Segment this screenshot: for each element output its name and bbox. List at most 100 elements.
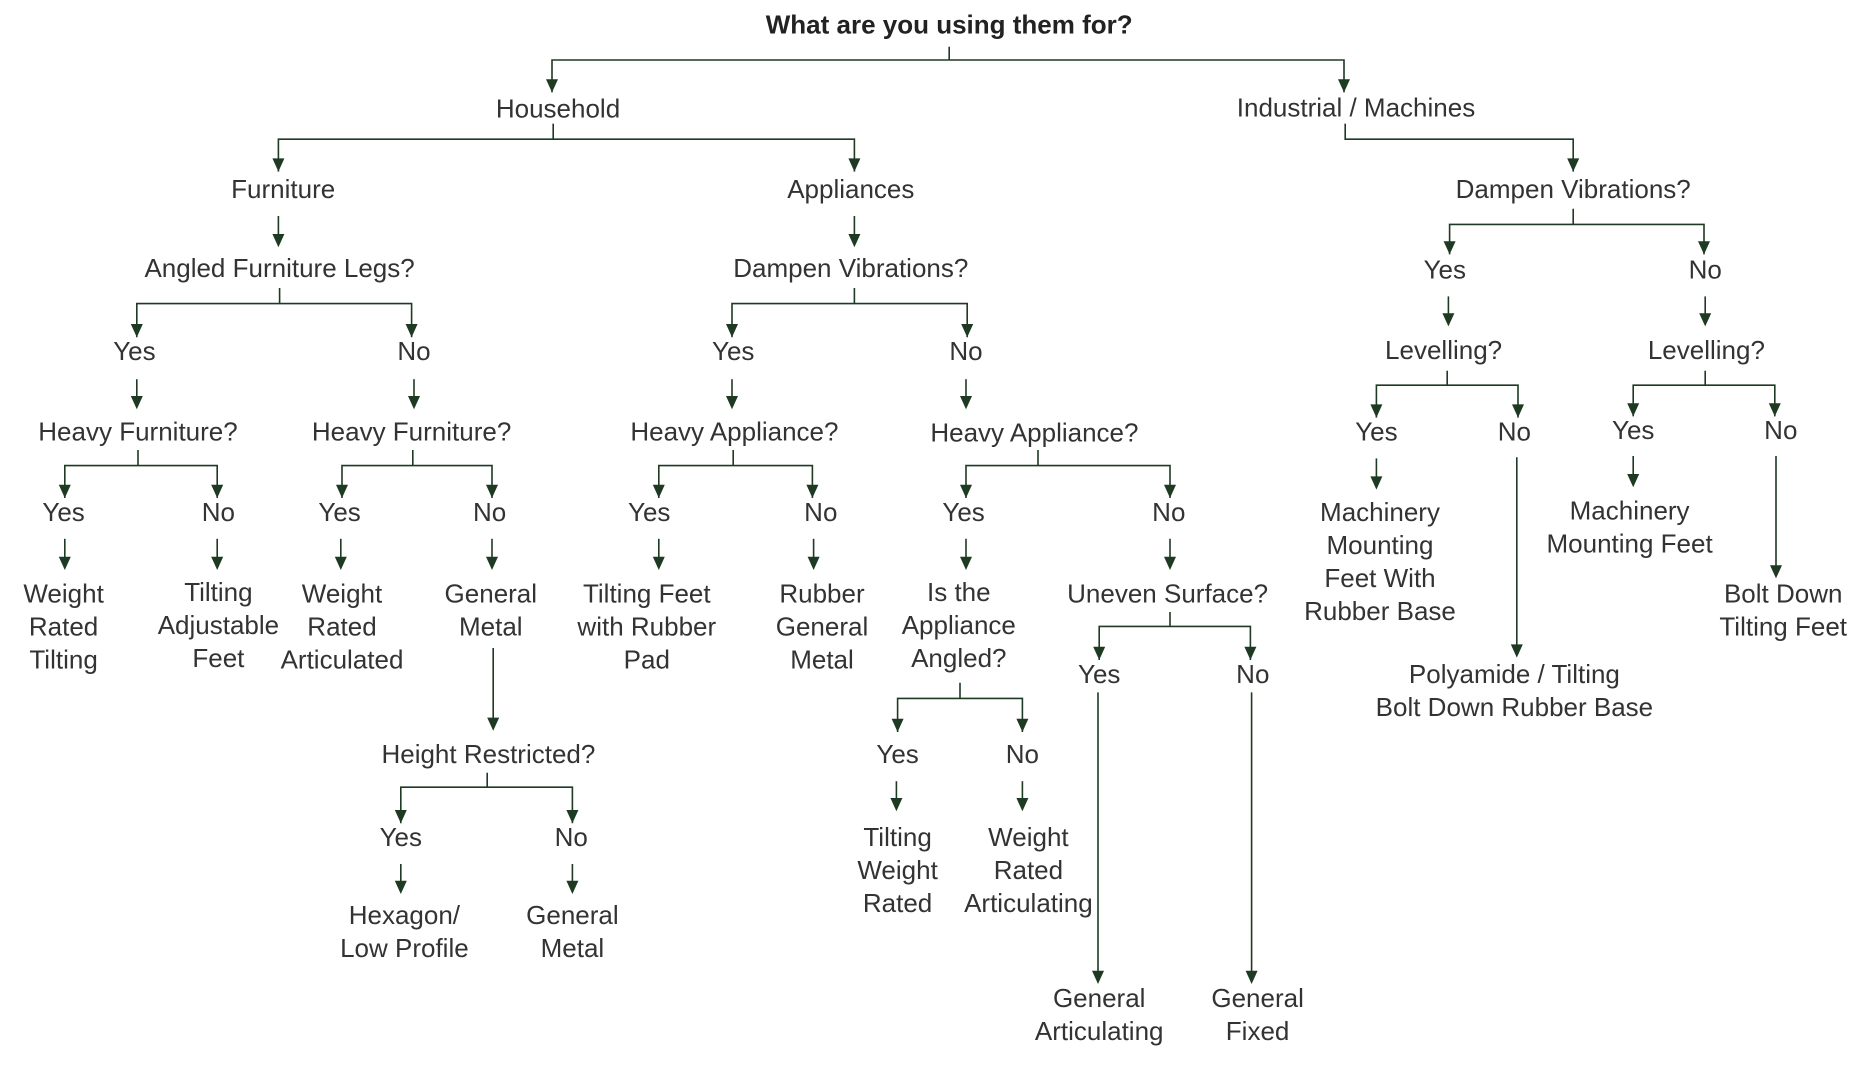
label-line: No [473, 497, 506, 527]
node-f-heavy1: Heavy Furniture? [38, 416, 237, 446]
fork-connector [341, 450, 493, 498]
node-ang-yes: Yes [876, 739, 918, 769]
label-line: with Rubber [576, 611, 716, 641]
arrow-head [961, 324, 974, 338]
arrow-head [130, 396, 143, 410]
label-line: Furniture [231, 174, 335, 204]
label-line: General [776, 611, 869, 641]
label-line: Yes [1424, 254, 1466, 284]
arrow-head [394, 810, 407, 824]
label-line: No [949, 336, 982, 366]
arrow-head [652, 556, 665, 570]
node-h-yes: Yes [380, 822, 422, 852]
arrow-head [726, 324, 738, 338]
label-line: Dampen Vibrations? [1456, 174, 1691, 204]
node-l1-yes: Yes [1355, 416, 1397, 446]
node-f-no: No [397, 336, 430, 366]
label-line: Mounting Feet [1546, 529, 1713, 559]
elbow-connector [1344, 123, 1574, 172]
arrow-head [1768, 403, 1781, 417]
node-f1-no: No [202, 497, 235, 527]
label-line: Uneven Surface? [1067, 578, 1268, 608]
label-line: Polyamide / Tilting [1409, 659, 1620, 689]
arrow-head [1164, 556, 1176, 570]
arrow-head [891, 718, 904, 732]
arrow-head [58, 484, 71, 498]
label-line: No [1236, 659, 1269, 689]
arrow-head [890, 798, 903, 812]
label-line: Yes [42, 497, 84, 527]
label-line: Articulating [1035, 1016, 1164, 1046]
label-line: Yes [318, 497, 360, 527]
arrow-head [960, 556, 972, 570]
label-line: No [1498, 416, 1531, 446]
arrow-head [726, 396, 738, 410]
label-line: Yes [113, 336, 155, 366]
fork-connector [1098, 612, 1252, 660]
label-line: Machinery [1320, 497, 1440, 527]
label-line: Mounting [1327, 530, 1434, 560]
label-line: Heavy Appliance? [630, 416, 838, 446]
node-ang-no: No [1006, 739, 1039, 769]
label-line: Rubber Base [1304, 596, 1456, 626]
fork-connector [896, 682, 1024, 732]
node-appliances: Appliances [787, 174, 914, 204]
arrow-head [486, 484, 498, 498]
arrow-head [1627, 403, 1640, 417]
node-f-heavy2: Heavy Furniture? [312, 416, 511, 446]
arrow-head [1627, 474, 1640, 488]
label-line: Appliance [902, 610, 1016, 640]
node-a-no: No [949, 336, 982, 366]
fork-connector [136, 288, 413, 338]
node-l1-no: No [1498, 416, 1531, 446]
label-line: Rated [863, 888, 932, 918]
label-line: Articulated [281, 644, 404, 674]
arrow-head [394, 880, 407, 894]
node-a-heavy2: Heavy Appliance? [930, 418, 1138, 448]
label-line: Heavy Furniture? [38, 416, 237, 446]
label-line: Fixed [1226, 1016, 1290, 1046]
arrow-head [960, 484, 972, 498]
node-a2-yes: Yes [942, 497, 984, 527]
label-line: Appliances [787, 174, 914, 204]
fork-connector [658, 450, 814, 498]
arrow-head [652, 484, 665, 498]
arrow-head [546, 79, 558, 93]
arrow-head [1443, 241, 1456, 255]
label-line: Tilting Feet [1719, 611, 1847, 641]
label-line: Industrial / Machines [1237, 92, 1475, 122]
label-line: Low Profile [340, 933, 469, 963]
arrow-head [1699, 313, 1712, 327]
label-line: Bolt Down [1724, 578, 1843, 608]
label-line: General [445, 578, 538, 608]
label-line: Levelling? [1385, 335, 1502, 365]
label-line: Weight [23, 578, 104, 608]
label-line: Feet [192, 643, 245, 673]
arrow-head [408, 396, 420, 410]
label-line: Rubber [779, 578, 865, 608]
label-line: Metal [459, 611, 523, 641]
arrow-head [1442, 313, 1455, 327]
arrow-head [1370, 476, 1383, 490]
arrow-head [1338, 79, 1350, 93]
label-line: Weight [988, 822, 1069, 852]
label-line: No [1689, 254, 1722, 284]
arrow-head [566, 880, 579, 894]
label-line: Yes [628, 497, 670, 527]
arrow-head [272, 158, 285, 172]
label-line: General [1211, 983, 1304, 1013]
node-i-dampen: Dampen Vibrations? [1456, 174, 1691, 204]
fork-connector [1448, 208, 1705, 255]
fork-connector [277, 123, 856, 172]
fork-connector [1375, 370, 1519, 418]
fork-connector [965, 450, 1171, 498]
node-l2-no: No [1764, 415, 1797, 445]
